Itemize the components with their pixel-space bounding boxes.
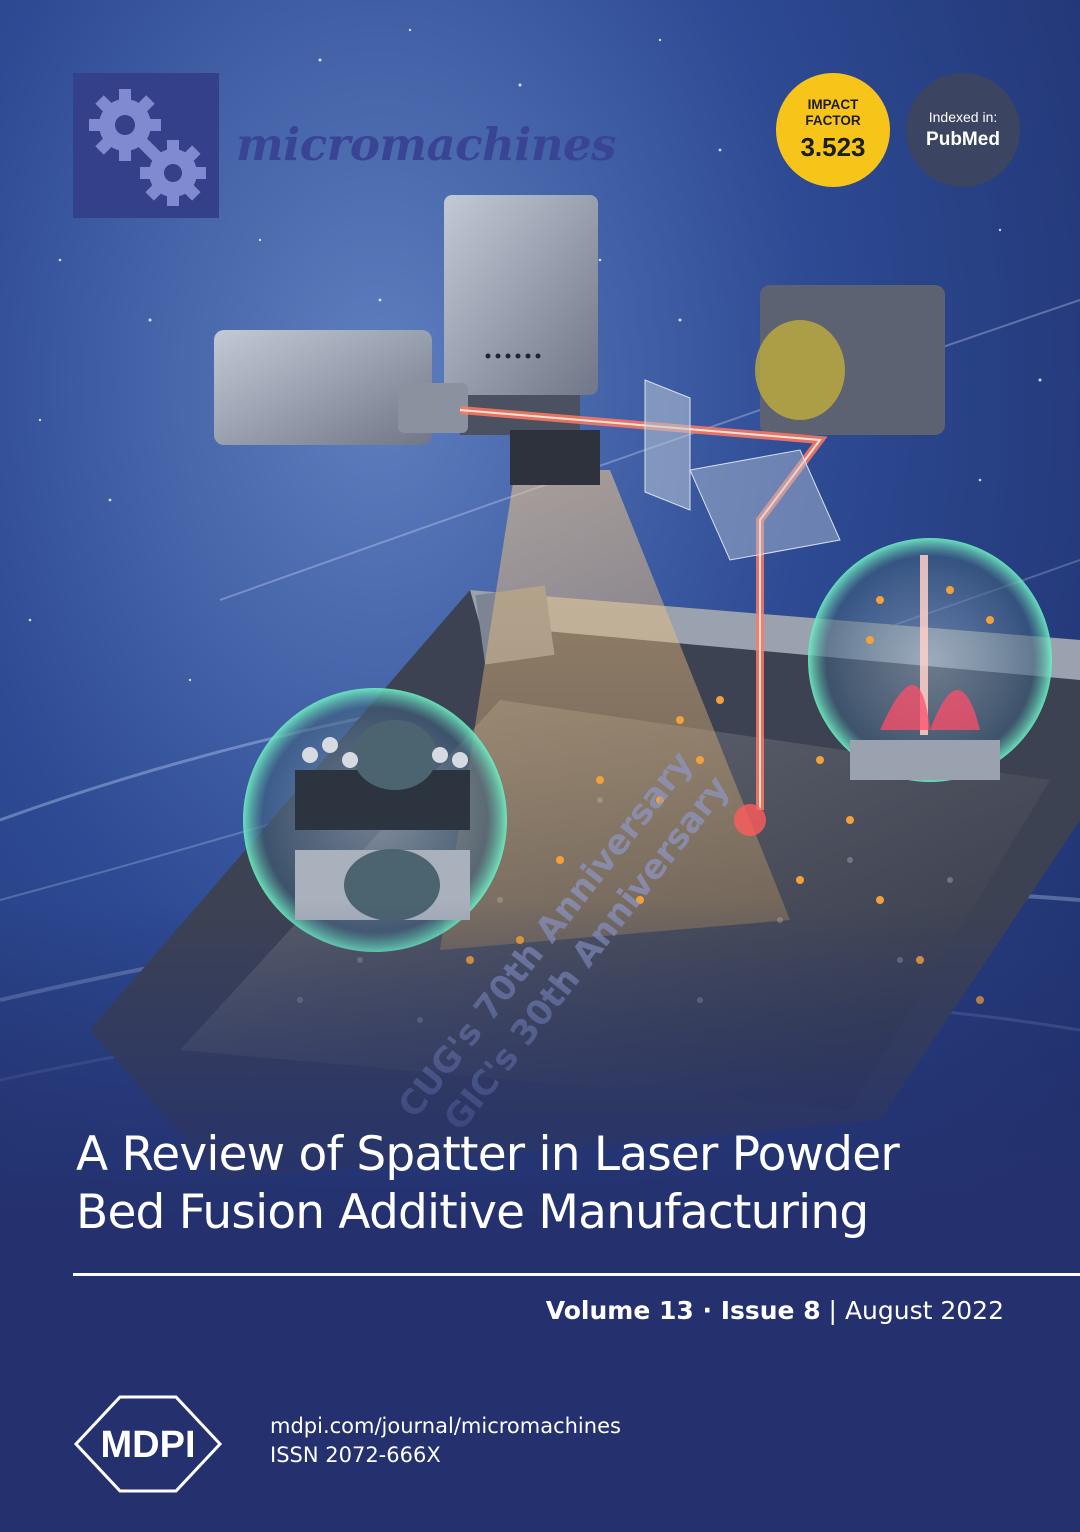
impact-factor-badge: IMPACT FACTOR 3.523 bbox=[776, 73, 890, 187]
indexed-label: Indexed in: bbox=[928, 109, 998, 125]
publisher-info: mdpi.com/journal/micromachines ISSN 2072… bbox=[270, 1412, 621, 1470]
article-title: A Review of Spatter in Laser Powder Bed … bbox=[76, 1126, 1036, 1242]
indexed-badge: Indexed in: PubMed bbox=[906, 73, 1020, 187]
issn: ISSN 2072-666X bbox=[270, 1443, 441, 1467]
title-divider bbox=[73, 1273, 1080, 1276]
issue-label: Issue 8 bbox=[720, 1296, 821, 1325]
issue-info: Volume 13 · Issue 8 | August 2022 bbox=[546, 1296, 1004, 1325]
issue-separator: · bbox=[693, 1296, 721, 1325]
article-title-line1: A Review of Spatter in Laser Powder bbox=[76, 1127, 900, 1182]
impact-factor-label-line1: IMPACT bbox=[807, 97, 859, 112]
journal-url[interactable]: mdpi.com/journal/micromachines bbox=[270, 1414, 621, 1438]
journal-name: micromachines bbox=[236, 118, 617, 171]
article-title-line2: Bed Fusion Additive Manufacturing bbox=[76, 1185, 869, 1240]
gears-icon bbox=[89, 89, 206, 206]
issue-date: August 2022 bbox=[844, 1296, 1004, 1325]
impact-factor-label-line2: FACTOR bbox=[805, 113, 861, 128]
volume-label: Volume 13 bbox=[545, 1296, 694, 1325]
issue-divider: | bbox=[820, 1296, 845, 1325]
mdpi-logo-text: MDPI bbox=[101, 1424, 196, 1466]
journal-logo bbox=[73, 73, 219, 218]
indexed-database: PubMed bbox=[926, 129, 1000, 150]
mdpi-logo: MDPI bbox=[73, 1395, 223, 1493]
impact-factor-value: 3.523 bbox=[800, 132, 866, 162]
